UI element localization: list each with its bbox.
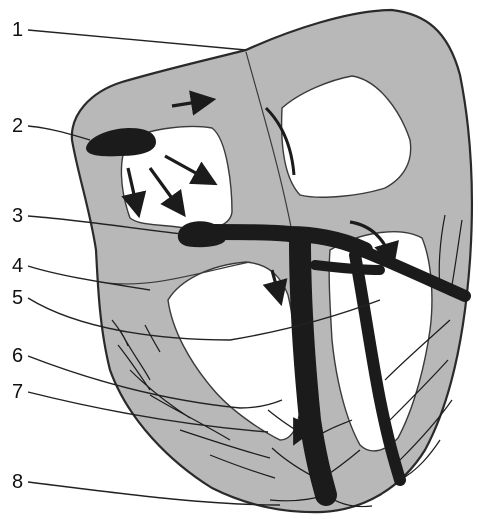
label-2: 2 (12, 115, 23, 137)
label-7: 7 (12, 381, 23, 403)
label-8: 8 (12, 471, 23, 493)
label-3: 3 (12, 205, 23, 227)
label-1: 1 (12, 19, 23, 41)
label-6: 6 (12, 345, 23, 367)
label-4: 4 (12, 255, 23, 277)
label-5: 5 (12, 287, 23, 309)
